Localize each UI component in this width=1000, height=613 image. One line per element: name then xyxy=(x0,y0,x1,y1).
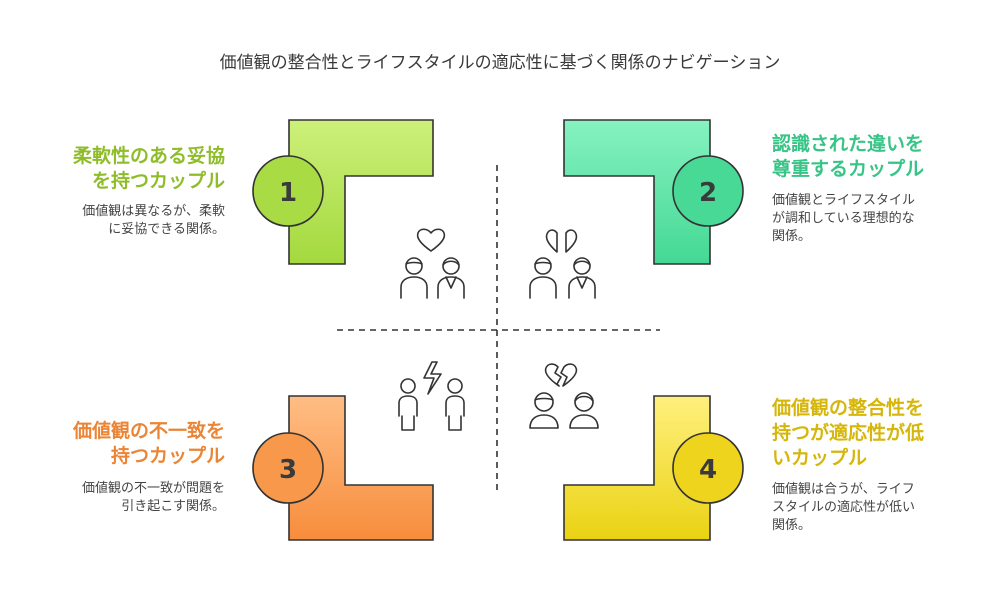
quadrant-3-heading-line2: 持つカップル xyxy=(110,445,225,467)
heart-couple-icon xyxy=(400,228,465,299)
broken-heart-couple-icon xyxy=(529,363,599,429)
quadrant-4-shape xyxy=(563,395,711,541)
quadrant-4-description: 価値観は合うが、ライフ スタイルの適応性が低い 関係。 xyxy=(772,481,982,535)
conflict-bolt-couple-icon xyxy=(398,361,465,431)
quadrant-2-desc-line2: が調和している理想的な xyxy=(772,211,915,226)
quadrant-2-desc-line1: 価値観とライフスタイル xyxy=(772,193,916,208)
quadrant-4-heading-line2: 持つが適応性が低 xyxy=(772,422,925,444)
quadrant-1-heading-line1: 柔軟性のある妥協 xyxy=(72,145,225,167)
split-heart-couple-icon xyxy=(529,229,596,299)
quadrant-3-heading-line1: 価値観の不一致を xyxy=(72,420,225,442)
quadrant-3-heading: 価値観の不一致を 持つカップル xyxy=(20,419,225,469)
quadrant-4-desc-line2: スタイルの適応性が低い xyxy=(772,500,916,515)
quadrant-2-desc-line3: 関係。 xyxy=(772,229,812,244)
badge-4: 4 xyxy=(672,432,744,504)
quadrant-3-shape xyxy=(288,395,434,541)
quadrant-1-desc-line2: に妥協できる関係。 xyxy=(108,222,225,237)
quadrant-2-description: 価値観とライフスタイル が調和している理想的な 関係。 xyxy=(772,192,982,246)
svg-text:2: 2 xyxy=(699,178,717,208)
quadrant-4-heading-line1: 価値観の整合性を xyxy=(772,397,925,419)
svg-text:1: 1 xyxy=(279,178,297,208)
quadrant-4-heading-line3: いカップル xyxy=(772,447,868,469)
quadrant-2-shape xyxy=(563,119,711,265)
quadrant-3-desc-line2: 引き起こす関係。 xyxy=(121,499,225,514)
badge-1: 1 xyxy=(252,155,324,227)
quadrant-4-heading: 価値観の整合性を 持つが適応性が低 いカップル xyxy=(772,396,982,471)
svg-text:4: 4 xyxy=(699,455,717,485)
svg-text:3: 3 xyxy=(279,455,297,485)
quadrant-4-desc-line1: 価値観は合うが、ライフ xyxy=(772,482,915,497)
quadrant-1-shape xyxy=(288,119,434,265)
quadrant-1-description: 価値観は異なるが、柔軟 に妥協できる関係。 xyxy=(20,203,225,239)
quadrant-1-heading: 柔軟性のある妥協 を持つカップル xyxy=(20,144,225,194)
page-title: 価値観の整合性とライフスタイルの適応性に基づく関係のナビゲーション xyxy=(219,53,781,73)
quadrant-2-heading: 認識された違いを 尊重するカップル xyxy=(772,132,982,182)
quadrant-4-desc-line3: 関係。 xyxy=(772,518,812,533)
quadrant-1-heading-line2: を持つカップル xyxy=(91,170,225,192)
badge-2: 2 xyxy=(672,155,744,227)
quadrant-3-desc-line1: 価値観の不一致が問題を xyxy=(81,481,225,496)
quadrant-2-heading-line1: 認識された違いを xyxy=(772,133,925,155)
quadrant-3-description: 価値観の不一致が問題を 引き起こす関係。 xyxy=(20,480,225,516)
badge-3: 3 xyxy=(252,432,324,504)
quadrant-1-desc-line1: 価値観は異なるが、柔軟 xyxy=(82,204,225,219)
quadrant-2-heading-line2: 尊重するカップル xyxy=(772,158,925,180)
